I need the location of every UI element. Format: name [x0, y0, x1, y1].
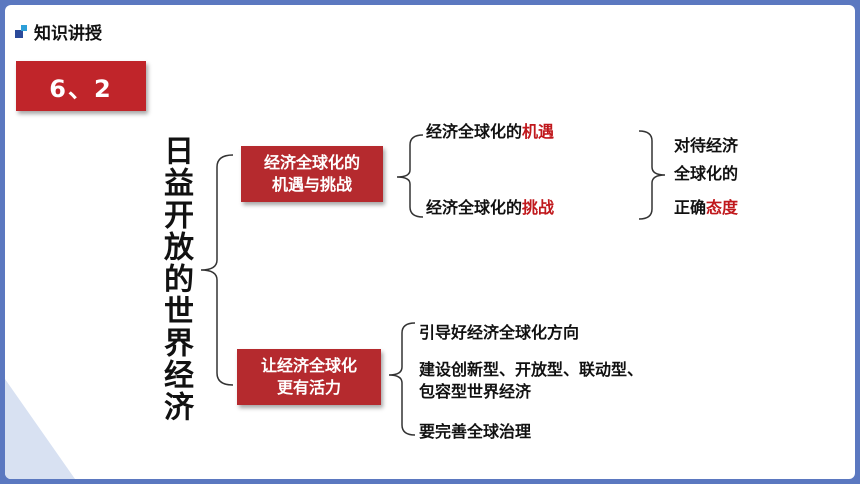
branch2-item-3: 要完善全球治理: [419, 422, 532, 441]
main-title: 日益开放的世界经济: [158, 135, 193, 423]
branch2-item-2-line1: 建设创新型、开放型、联动型、: [419, 360, 644, 379]
section-number-badge: 6、2: [16, 61, 146, 111]
conclusion-line1: 对待经济: [674, 136, 739, 155]
conclusion-line3: 正确态度: [674, 198, 739, 217]
main-bracket: [200, 154, 234, 386]
header-title: 知识讲授: [34, 24, 102, 44]
slide-canvas: 知识讲授 6、2 日益开放的世界经济 经济全球化的 机遇与挑战 经济全球化的机遇…: [5, 5, 855, 479]
squares-logo-icon: [15, 24, 29, 39]
slide-header: 知识讲授: [15, 19, 102, 44]
conclusion-bracket: [638, 130, 666, 220]
branch2-label-line1: 让经济全球化: [260, 356, 357, 375]
branch1-label-line2: 机遇与挑战: [271, 175, 352, 194]
branch2-item-1: 引导好经济全球化方向: [419, 323, 580, 342]
branch2-label-line2: 更有活力: [276, 378, 341, 397]
branch2-item-2-line2: 包容型世界经济: [419, 382, 532, 401]
branch2-box: 让经济全球化 更有活力: [237, 349, 381, 405]
branch2-bracket: [388, 322, 416, 436]
branch1-item-opportunity: 经济全球化的机遇: [426, 122, 555, 141]
branch1-label-line1: 经济全球化的: [263, 153, 360, 172]
conclusion-line2: 全球化的: [674, 164, 739, 183]
branch1-item-challenge: 经济全球化的挑战: [426, 198, 555, 217]
branch1-box: 经济全球化的 机遇与挑战: [241, 146, 383, 202]
mindmap-brackets: [200, 130, 666, 436]
corner-decoration: [5, 379, 75, 479]
branch1-bracket: [396, 134, 424, 218]
